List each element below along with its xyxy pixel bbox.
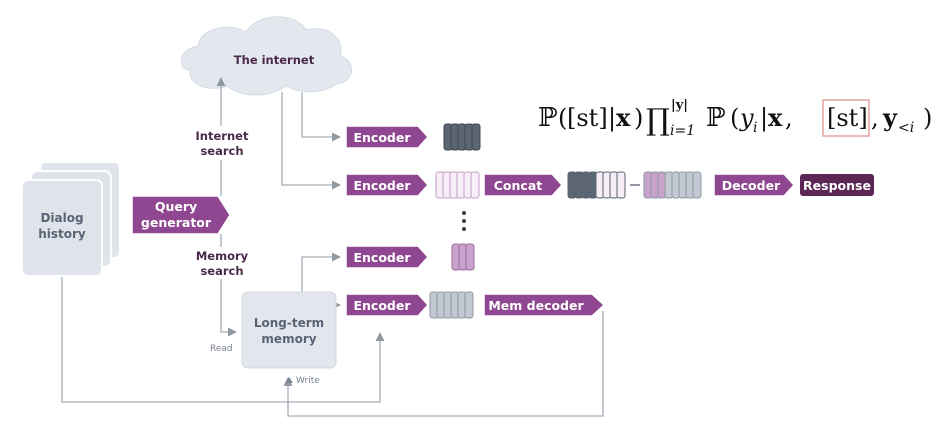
- tokens-light-purple-group: [435, 171, 480, 199]
- tokens-slate-group: [443, 123, 481, 151]
- write-label: Write: [296, 376, 320, 386]
- mem-decoder-label: Mem decoder: [488, 298, 584, 313]
- long-term-memory-label-2: memory: [261, 332, 316, 346]
- vertical-ellipsis-icon: [462, 211, 466, 231]
- dialog-history: Dialog history: [21, 161, 121, 277]
- formula-st-1: [st]: [567, 104, 608, 132]
- formula-prob-1: ℙ: [538, 103, 558, 133]
- tokens-concat-mixed: [643, 171, 702, 199]
- encoder-1-label: Encoder: [353, 130, 411, 145]
- formula-prod: ∏: [646, 103, 670, 138]
- mem-decoder-block: Mem decoder: [483, 293, 606, 317]
- dialog-history-label-1: Dialog: [40, 211, 83, 225]
- formula-comma-1: ,: [785, 104, 793, 132]
- read-label: Read: [210, 344, 233, 354]
- decoder-block: Decoder: [713, 173, 796, 197]
- formula-x-2: 𝐱: [768, 103, 783, 132]
- formula-comma-2: ,: [871, 104, 879, 132]
- response-label: Response: [803, 178, 871, 193]
- tokens-concat-slate: [567, 171, 626, 199]
- tokens-gray-group: [429, 291, 474, 319]
- formula-st-2: [st]: [827, 104, 868, 132]
- connectors: [61, 77, 604, 417]
- token-purple: [465, 243, 475, 271]
- formula-y-i-sub: i: [753, 120, 757, 136]
- formula-prod-sub: i=1: [670, 123, 695, 139]
- long-term-memory: Long-term memory: [241, 291, 337, 369]
- concat-label: Concat: [494, 178, 543, 193]
- encoder-4: Encoder: [345, 293, 430, 317]
- encoder-2-label: Encoder: [353, 178, 411, 193]
- formula-st-highlight: [822, 99, 870, 137]
- formula-bar-2: |: [760, 104, 768, 133]
- formula-y-lt-sub: <i: [898, 120, 914, 136]
- token-light-purple: [470, 171, 480, 199]
- decoder-label: Decoder: [722, 178, 781, 193]
- formula-y-lt: 𝐲: [882, 103, 898, 132]
- memory-search-label-1: Memory: [196, 249, 249, 263]
- internet-search-label-1: Internet: [196, 129, 249, 143]
- formula-prod-sup: |𝐲|: [671, 98, 688, 113]
- encoder-1: Encoder: [345, 125, 430, 149]
- encoder-3: Encoder: [345, 245, 430, 269]
- dialog-history-label-2: history: [38, 227, 86, 241]
- formula-prob-2: ℙ: [706, 103, 726, 133]
- internet-label: The internet: [234, 53, 315, 67]
- formula-paren2-open: (: [730, 104, 739, 132]
- formula-bar-1: |: [608, 104, 616, 133]
- token-gray: [464, 291, 474, 319]
- token-slate: [471, 123, 481, 151]
- formula-paren-open: (: [558, 104, 567, 132]
- internet-cloud: The internet: [180, 16, 352, 96]
- cloud-shape: [180, 16, 352, 96]
- formula-paren-close: ): [634, 104, 643, 132]
- response-block: Response: [800, 174, 874, 196]
- query-generator-label-2: generator: [141, 215, 212, 230]
- probability-formula: ℙ ( [st] | 𝐱 ) ∏ |𝐲| i=1 ℙ ( y i | 𝐱 , […: [538, 98, 932, 139]
- tokens-purple-group: [451, 243, 475, 271]
- encoder-3-label: Encoder: [353, 250, 411, 265]
- internet-search-label-2: search: [200, 144, 243, 158]
- long-term-memory-label-1: Long-term: [254, 316, 324, 330]
- encoder-4-label: Encoder: [353, 298, 411, 313]
- formula-paren2-close: ): [923, 104, 932, 132]
- memory-search-label-2: search: [200, 264, 243, 278]
- query-generator-label-1: Query: [155, 199, 197, 214]
- concat-block: Concat: [483, 173, 564, 197]
- token-concat: [692, 171, 702, 199]
- formula-x-1: 𝐱: [616, 103, 631, 132]
- token-concat: [616, 171, 626, 199]
- query-generator: Query generator: [131, 195, 231, 235]
- formula-y-i: y: [739, 104, 754, 132]
- encoder-2: Encoder: [345, 173, 430, 197]
- write-arrow-icon: [285, 377, 293, 383]
